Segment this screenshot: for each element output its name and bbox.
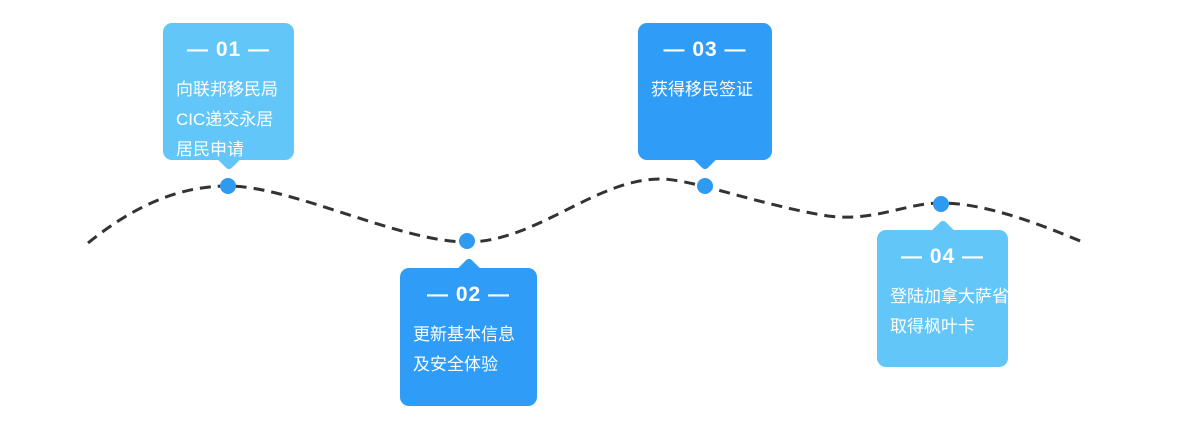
step-text-line: 向联邦移民局 [176, 80, 278, 99]
step-text: 向联邦移民局 CIC递交永居 居民申请 [176, 75, 281, 165]
step-card-04: — 04 — 登陆加拿大萨省 取得枫叶卡 [877, 219, 1009, 367]
step-text: 更新基本信息 及安全体验 [413, 320, 524, 380]
step-number: — 01 — [186, 38, 271, 61]
step-text-line: 取得枫叶卡 [890, 317, 975, 336]
timeline-dot-3 [697, 178, 713, 194]
timeline-dot-4 [933, 196, 949, 212]
timeline-dot-2 [459, 233, 475, 249]
step-card-01: — 01 — 向联邦移民局 CIC递交永居 居民申请 [163, 23, 294, 171]
step-text-line: 登陆加拿大萨省 [890, 287, 1009, 306]
step-number: — 02 — [426, 283, 511, 306]
step-card-02: — 02 — 更新基本信息 及安全体验 [400, 257, 537, 406]
step-card-03: — 03 — 获得移民签证 [638, 23, 772, 171]
step-text: 登陆加拿大萨省 取得枫叶卡 [890, 282, 1009, 342]
timeline-dot-1 [220, 178, 236, 194]
step-text-line: CIC递交永居 [176, 110, 274, 129]
step-text: 获得移民签证 [651, 75, 759, 105]
step-text-line: 及安全体验 [413, 355, 498, 374]
step-text-line: 获得移民签证 [651, 80, 753, 99]
step-text-line: 居民申请 [176, 140, 244, 159]
step-number: — 03 — [663, 38, 747, 61]
step-number: — 04 — [900, 245, 985, 268]
step-text-line: 更新基本信息 [413, 325, 515, 344]
